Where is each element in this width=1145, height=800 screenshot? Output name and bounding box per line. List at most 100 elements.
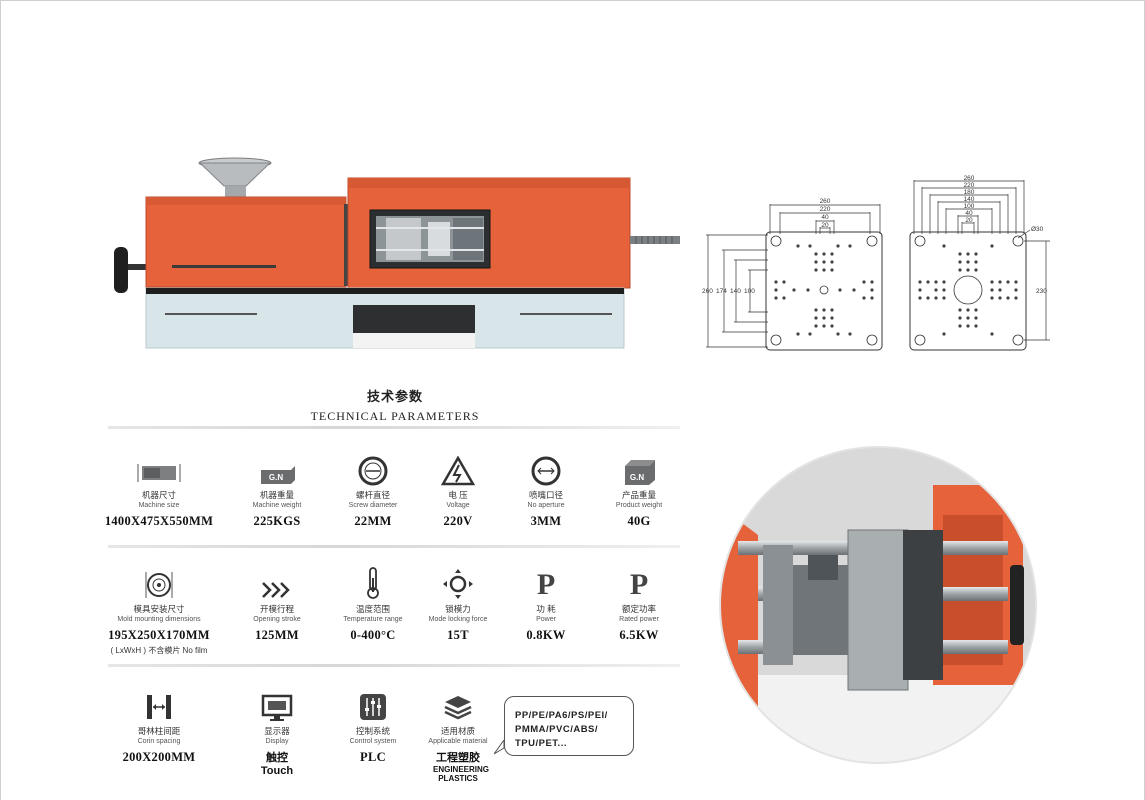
param-cn: 显示器 — [264, 726, 290, 736]
param-value: 225KGS — [253, 514, 301, 528]
clamp-detail-photo — [719, 446, 1037, 764]
screw-diameter-icon — [358, 456, 388, 486]
param-en: Rated power — [619, 616, 659, 623]
param-en: Voltage — [446, 502, 470, 509]
param-rated-power: P 额定功率 Rated power 6.5KW — [584, 566, 694, 643]
param-en: Mold mounting dimensions — [117, 616, 201, 623]
nozzle-aperture-icon — [531, 456, 561, 486]
param-en: Machine size — [138, 502, 180, 509]
dim-20: 20 — [821, 222, 829, 229]
param-cn: 适用材质 — [440, 726, 475, 736]
param-value: 6.5KW — [619, 628, 659, 642]
param-en: Opening stroke — [253, 616, 301, 623]
param-product-weight: G.N 产品重量 Product weight 40G — [584, 452, 694, 529]
param-value: PLC — [360, 750, 386, 764]
param-value-en: ENGINEERING PLASTICS — [433, 765, 490, 783]
mold-plate-drawing-right: 260 220 180 140 100 40 20 Ø30 230 — [909, 175, 1050, 351]
handwheel — [114, 247, 146, 293]
param-en: Display — [265, 738, 289, 745]
param-value: 触控 — [266, 752, 288, 764]
param-cn: 锁模力 — [445, 604, 471, 614]
param-value: 0-400°C — [350, 628, 396, 642]
param-value: 125MM — [255, 628, 299, 642]
param-temperature-range: 温度范围 Temperature range 0-400°C — [318, 566, 428, 643]
param-cn: 产品重量 — [621, 490, 656, 500]
materials-bubble: PP/PE/PA6/PS/PEI/ PMMA/PVC/ABS/ TPU/PET.… — [504, 696, 634, 756]
dim-260: 260 — [820, 198, 831, 205]
r-hole-label: Ø30 — [1031, 226, 1044, 233]
param-locking-force: 锁模力 Mode locking force 15T — [403, 566, 513, 643]
param-value: 0.8KW — [526, 628, 566, 642]
param-value: 22MM — [354, 514, 392, 528]
param-cn: 温度范围 — [355, 604, 390, 614]
dim-side-174: 174 — [716, 288, 727, 295]
param-screw-diameter: 螺杆直径 Screw diameter 22MM — [318, 452, 428, 529]
param-nozzle-aperture: 喷嘴口径 No aperture 3MM — [491, 452, 601, 529]
dim-40: 40 — [821, 214, 829, 221]
param-applicable-material: 适用材质 Applicable material 工程塑胶 ENGINEERIN… — [403, 688, 513, 783]
display-monitor-icon — [261, 694, 293, 721]
mold-dimensions-icon — [145, 572, 173, 598]
injection-molding-machine-image — [114, 157, 680, 349]
param-machine-size: 机器尺寸 Machine size 1400X475X550MM — [104, 452, 214, 529]
thermometer-icon — [367, 567, 379, 599]
r-dim-220: 220 — [964, 182, 975, 189]
param-en: Power — [536, 616, 556, 623]
control-sliders-icon — [360, 694, 386, 720]
material-line: TPU/PET... — [515, 738, 567, 749]
divider-1 — [108, 426, 680, 429]
heading-cn: 技术参数 — [366, 389, 423, 404]
param-control-system: 控制系统 Control system PLC — [318, 688, 428, 765]
r-dim-260: 260 — [964, 175, 975, 182]
r-dim-20: 20 — [965, 217, 973, 224]
hopper — [198, 157, 272, 198]
param-en: Mode locking force — [428, 616, 488, 623]
param-en: Temperature range — [343, 616, 403, 623]
gn-label: G.N — [269, 473, 283, 482]
material-line: PP/PE/PA6/PS/PEI/ — [515, 710, 608, 721]
left-border — [0, 0, 1, 800]
param-cn: 机器重量 — [259, 490, 294, 500]
param-sub: ( LxWxH ) 不含模片 No film — [110, 646, 208, 655]
param-en: Screw diameter — [348, 502, 398, 509]
dim-side-100: 100 — [744, 288, 755, 295]
param-cn: 电 压 — [448, 490, 468, 500]
divider-3 — [108, 664, 680, 667]
param-value: 195X250X170MM — [108, 628, 210, 642]
param-cn: 喷嘴口径 — [528, 490, 563, 500]
param-cn: 开模行程 — [259, 604, 294, 614]
param-machine-weight: G.N 机器重量 Machine weight 225KGS — [222, 452, 332, 529]
dim-side-140: 140 — [730, 288, 741, 295]
param-opening-stroke: 开模行程 Opening stroke 125MM — [222, 566, 332, 643]
param-en: Corin spacing — [137, 738, 181, 745]
machine-size-icon — [137, 464, 181, 482]
r-dim-140: 140 — [964, 196, 975, 203]
product-weight-box-icon: G.N — [625, 460, 655, 485]
gn-label: G.N — [630, 473, 644, 482]
param-value: 220V — [443, 514, 473, 528]
weight-box-icon: G.N — [261, 466, 295, 484]
injection-unit-housing — [145, 196, 347, 288]
param-value: 15T — [447, 628, 469, 642]
r-dim-100: 100 — [964, 203, 975, 210]
voltage-warning-icon — [441, 456, 475, 486]
heading-en: TECHNICAL PARAMETERS — [310, 409, 480, 423]
opening-stroke-icon — [262, 582, 290, 598]
param-cn: 模具安装尺寸 — [133, 604, 185, 614]
param-cn: 额定功率 — [621, 604, 656, 614]
param-en: No aperture — [527, 502, 565, 509]
param-power: P 功 耗 Power 0.8KW — [491, 566, 601, 643]
param-en: Applicable material — [428, 738, 488, 745]
bubble-pointer — [494, 740, 505, 755]
param-voltage: 电 压 Voltage 220V — [403, 452, 513, 529]
param-cn: 功 耗 — [536, 604, 556, 614]
top-border — [0, 0, 1145, 1]
divider-2 — [108, 545, 680, 548]
param-value: 40G — [627, 514, 651, 528]
param-en: Machine weight — [252, 502, 302, 509]
locking-force-icon — [443, 569, 473, 599]
param-corin-spacing: 哥林柱间距 Corin spacing 200X200MM — [104, 688, 214, 765]
param-value: 工程塑胶 — [436, 752, 480, 764]
dim-220: 220 — [820, 206, 831, 213]
corin-spacing-icon — [147, 695, 171, 719]
